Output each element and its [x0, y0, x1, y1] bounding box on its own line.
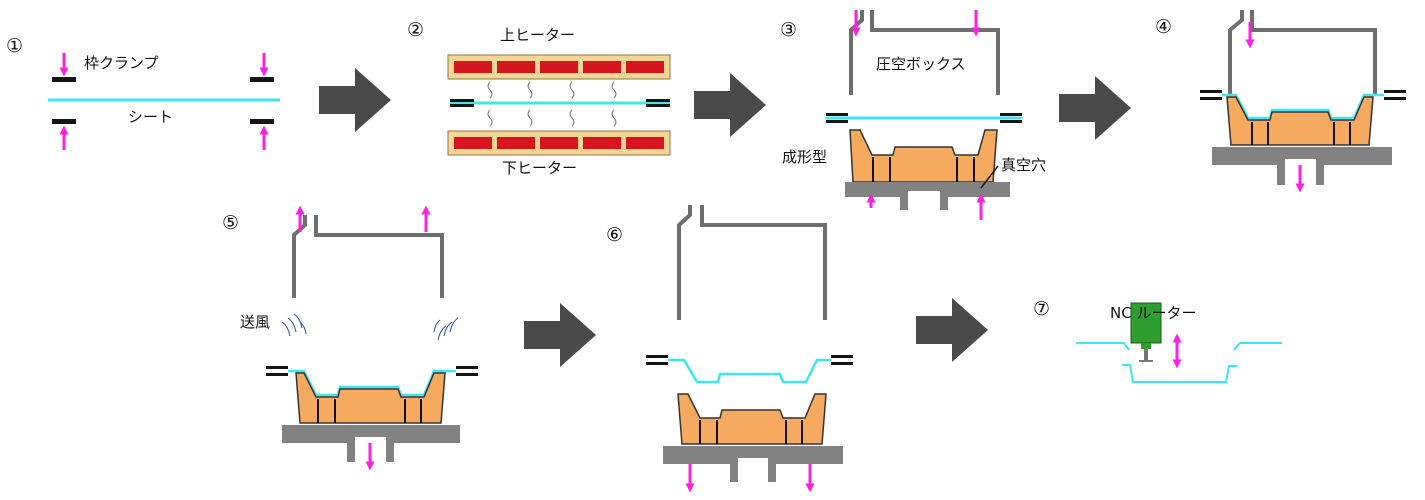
- big-arrow-icon: [916, 298, 988, 362]
- big-arrow-icon: [1059, 76, 1131, 140]
- step2-heating: [447, 54, 671, 156]
- step-number-7: ⑦: [1033, 298, 1051, 320]
- mold: [845, 129, 1010, 210]
- mold-label: 成形型: [782, 148, 828, 166]
- pressure-box: [870, 10, 1000, 95]
- mold: [1226, 96, 1374, 146]
- step7-trimming: [1076, 302, 1282, 383]
- pressure-box-label: 圧空ボックス: [876, 55, 966, 73]
- mold: [677, 393, 827, 445]
- formed-sheet: [1222, 93, 1384, 120]
- clamp-bottom-right: [250, 119, 274, 124]
- clamp: [450, 99, 474, 102]
- nc-router-icon: [1130, 302, 1162, 362]
- vacuum-hole-label: 真空穴: [1001, 156, 1047, 174]
- heat-wave-icon: [487, 81, 617, 127]
- clamp-top-right: [250, 77, 274, 82]
- bottom-heater: [447, 130, 671, 156]
- step1-clamp-sheet: [48, 53, 280, 150]
- clamp: [646, 99, 670, 102]
- step3-setup: [826, 10, 1022, 220]
- clamp-top-left: [52, 77, 76, 82]
- step5-cooling: [266, 205, 478, 471]
- nc-router-label: NC ルーター: [1110, 304, 1197, 322]
- big-arrow-icon: [319, 68, 391, 132]
- step-number-5: ⑤: [222, 212, 240, 234]
- big-arrow-icon: [694, 73, 766, 137]
- step-number-1: ①: [6, 35, 24, 57]
- big-arrow-icon: [524, 303, 596, 367]
- clamp-bottom-left: [52, 119, 76, 124]
- formed-sheet: [288, 369, 456, 397]
- air-blow-label: 送風: [240, 313, 271, 331]
- clamp: [646, 104, 670, 107]
- top-heater: [447, 54, 671, 80]
- step-number-6: ⑥: [606, 224, 624, 246]
- bottom-heater-label: 下ヒーター: [502, 159, 578, 177]
- mold: [295, 372, 446, 424]
- top-heater-label: 上ヒーター: [500, 26, 576, 44]
- step4-forming: [1200, 10, 1406, 193]
- step-number-2: ②: [407, 19, 425, 41]
- step6-release: [646, 205, 853, 493]
- clamp: [450, 104, 474, 107]
- sheet-label: シート: [128, 108, 174, 126]
- step-number-3: ③: [780, 19, 798, 41]
- pointer-line: [980, 165, 999, 189]
- formed-sheet: [668, 358, 831, 384]
- clamp-label: 枠クランプ: [84, 54, 159, 72]
- trimmed-part: [1122, 364, 1237, 383]
- step-number-4: ④: [1155, 16, 1173, 38]
- air-flow-icon: [281, 313, 459, 341]
